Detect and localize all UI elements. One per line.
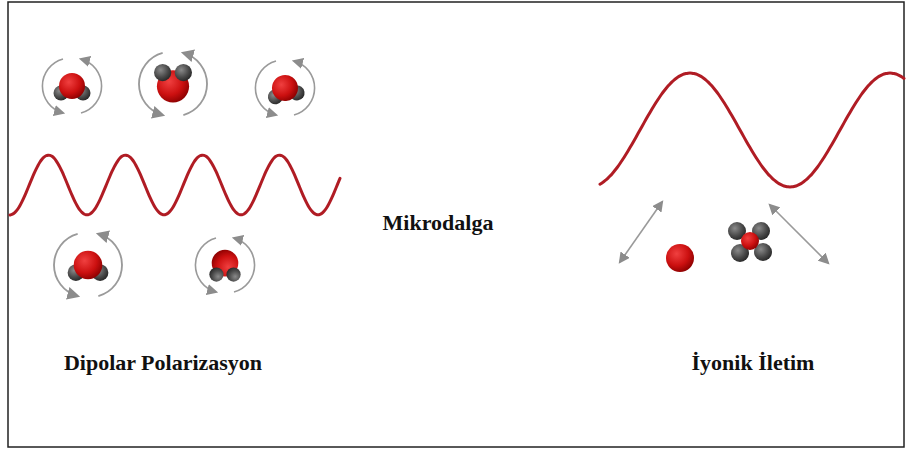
water-molecules — [42, 53, 314, 296]
motion-arrows — [620, 202, 828, 263]
label-text: İyonik İletim — [692, 350, 815, 376]
microwave — [10, 73, 904, 215]
label-text: Mikrodalga — [383, 210, 494, 236]
wave-line — [600, 73, 904, 187]
label-text: Dipolar Polarizasyon — [64, 350, 262, 376]
frame — [8, 2, 904, 447]
wave-line — [10, 155, 340, 215]
ions — [666, 222, 772, 272]
